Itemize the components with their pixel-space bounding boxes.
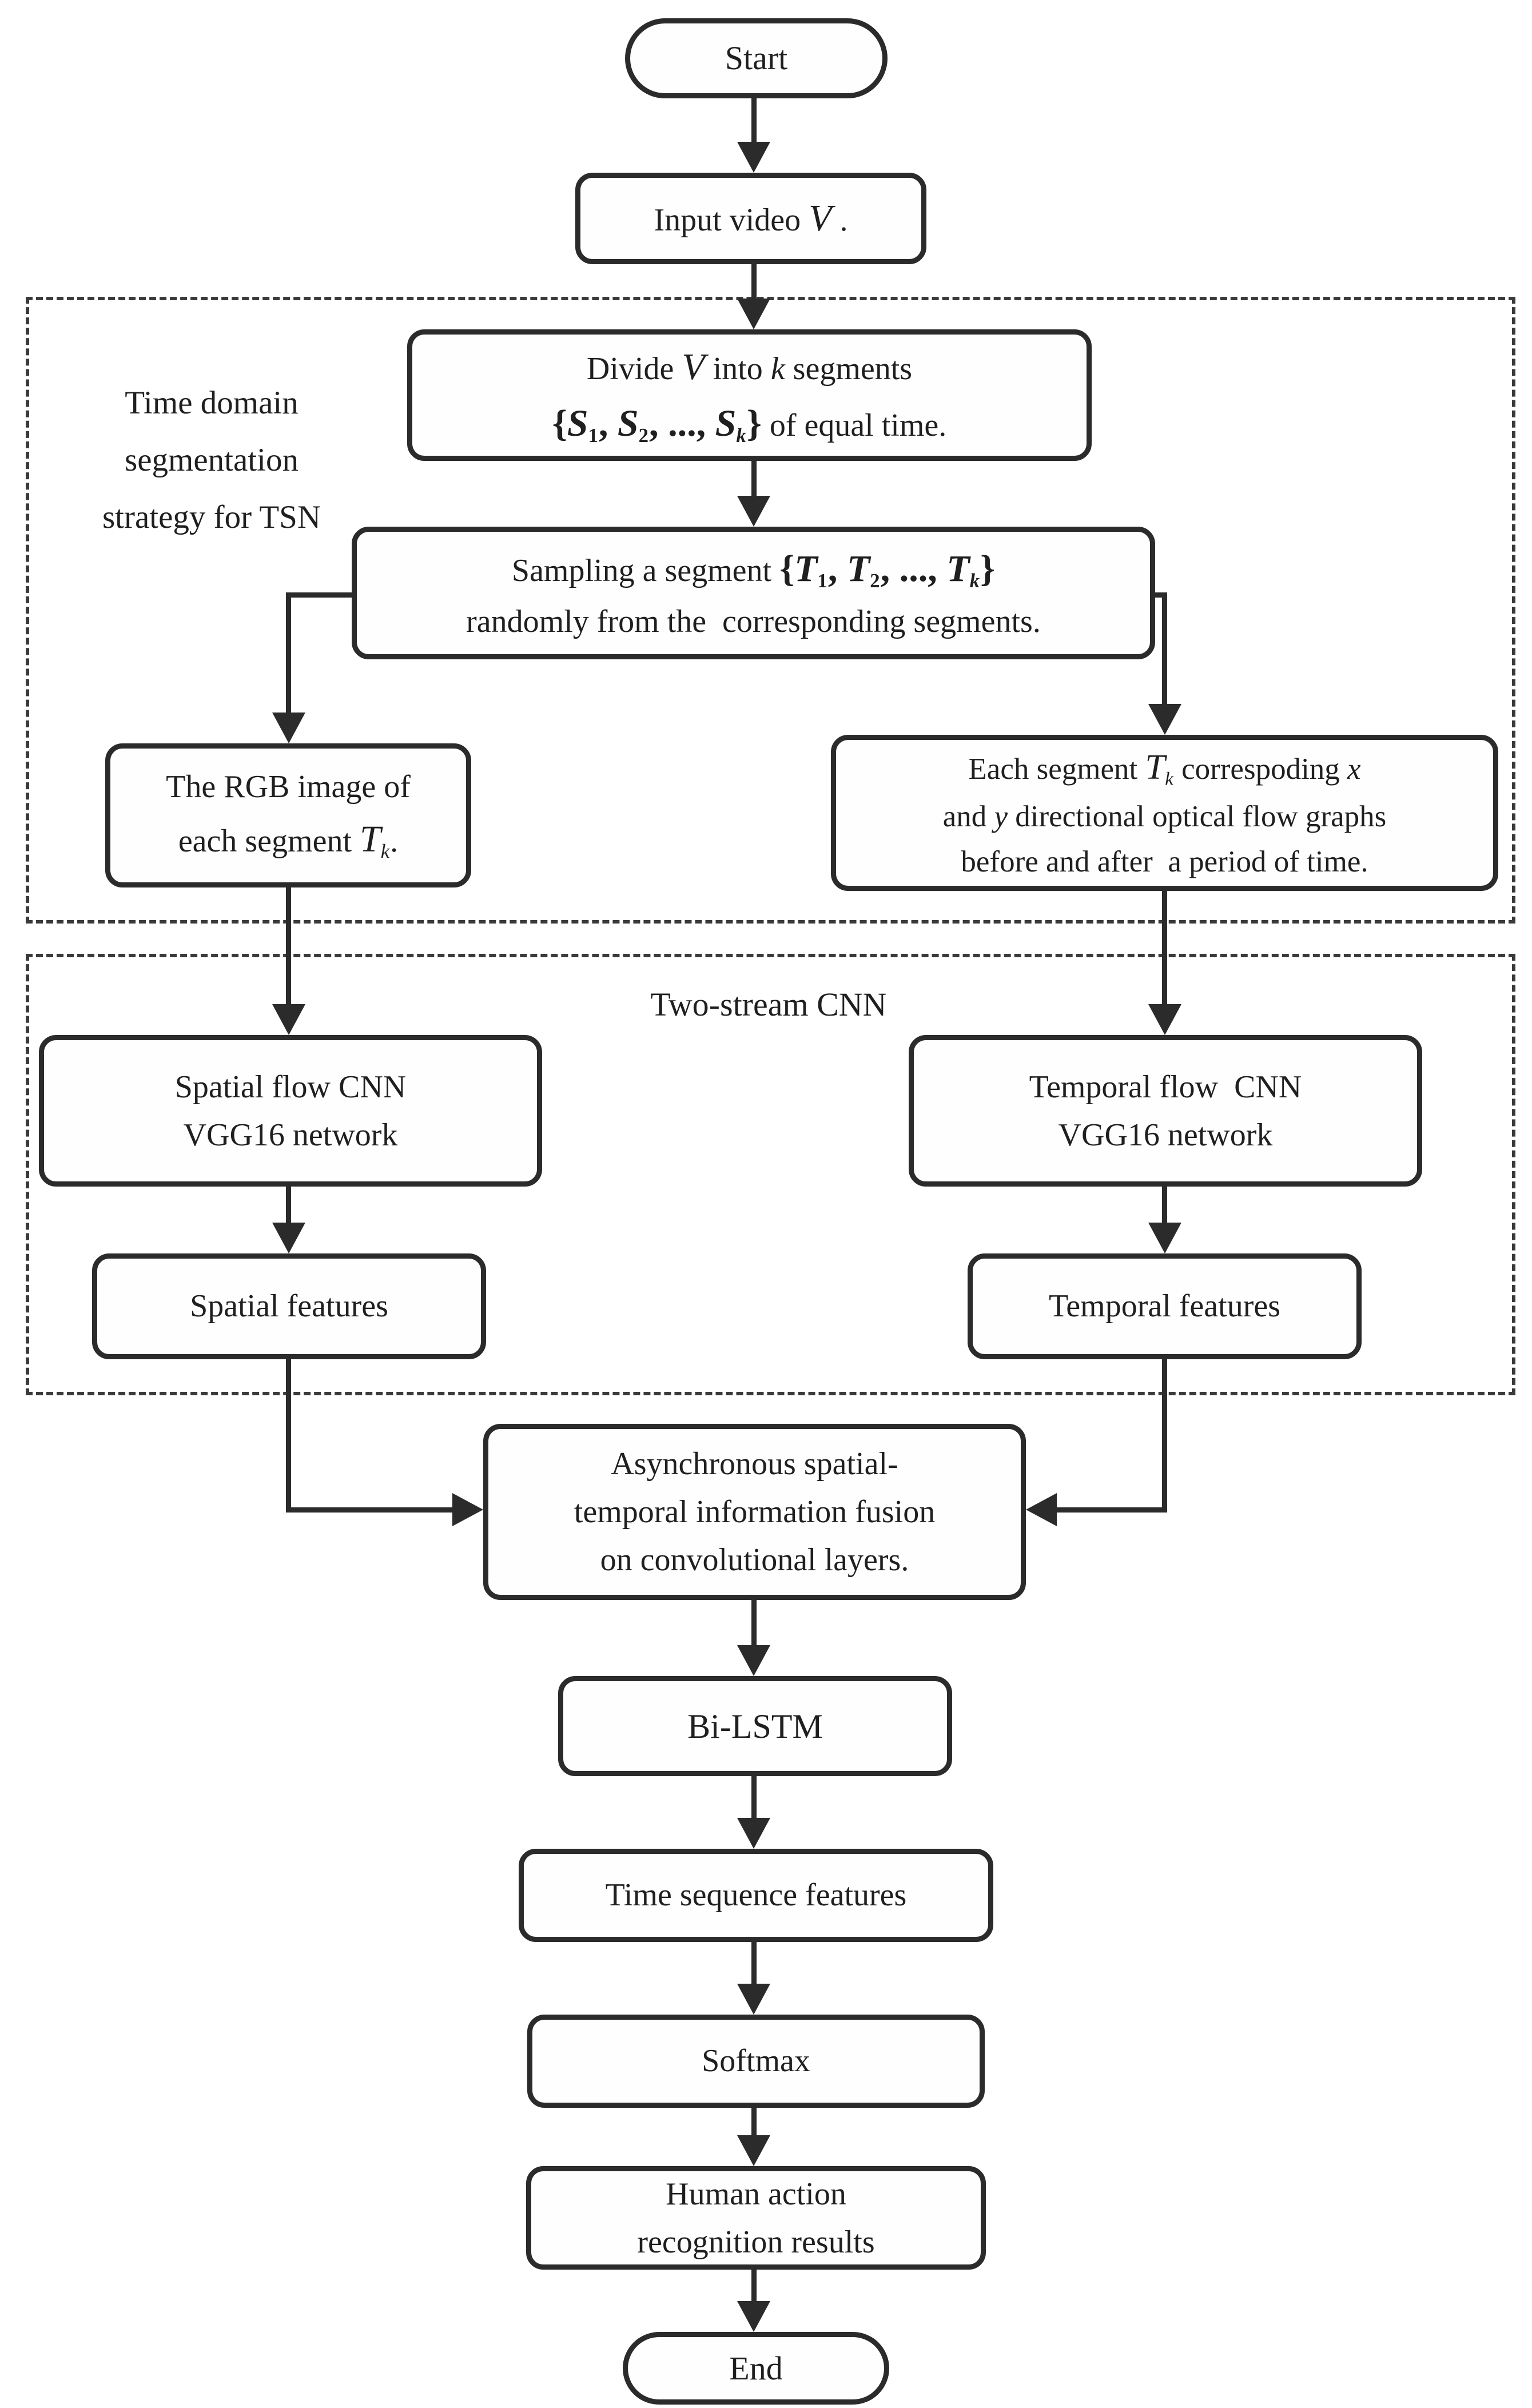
connector-sampling-left-stub [286,592,357,598]
connector-fusion-bilstm [751,1600,757,1647]
arrowhead-softmax [737,1984,770,2015]
connector-start-input [751,98,757,145]
node-sampling-segment: Sampling a segment {T1, T2, ..., Tk}rand… [352,527,1155,659]
connector-rgb-spatialcnn [286,887,291,1006]
node-fusion: Asynchronous spatial-temporal informatio… [483,1424,1026,1600]
node-start: Start [625,18,888,98]
arrowhead-divide [737,298,770,329]
node-bilstm: Bi-LSTM [558,1676,952,1776]
node-softmax: Softmax [527,2015,985,2108]
tsn-group-box [26,297,1515,924]
connector-right-branch [1162,592,1167,706]
connector-input-divide [751,264,757,302]
node-divide-segments: Divide V into k segments{S1, S2, ..., Sk… [407,329,1092,461]
connector-optical-temporalcnn [1162,891,1167,1006]
connector-spatialfeat-right [286,1507,456,1513]
connector-temporalcnn-features [1162,1187,1167,1225]
arrowhead-temporal-features [1148,1223,1181,1253]
two-stream-group-box [26,954,1515,1395]
arrowhead-sampling [737,496,770,527]
arrowhead-fusion-right [1026,1493,1057,1526]
connector-timeseq-softmax [751,1942,757,1986]
connector-human-end [751,2270,757,2303]
two-stream-group-label: Two-stream CNN [650,986,887,1023]
arrowhead-temporal-cnn [1148,1004,1181,1035]
arrowhead-optical-flow [1148,704,1181,735]
connector-spatialcnn-features [286,1187,291,1225]
connector-spatialfeat-down [286,1359,291,1513]
arrowhead-spatial-features [272,1223,305,1253]
connector-divide-sampling [751,461,757,499]
connector-temporalfeat-left [1054,1507,1167,1513]
node-end: End [623,2332,889,2405]
arrowhead-time-sequence [737,1818,770,1849]
connector-left-branch [286,592,291,715]
arrowhead-human-action [737,2135,770,2166]
connector-temporalfeat-down [1162,1359,1167,1513]
arrowhead-input-video [737,142,770,173]
arrowhead-end [737,2301,770,2332]
node-input-video: Input video V . [575,173,926,264]
arrowhead-bilstm [737,1645,770,1676]
arrowhead-rgb-image [272,713,305,743]
node-temporal-features: Temporal features [968,1253,1362,1359]
connector-bilstm-timeseq [751,1776,757,1820]
arrowhead-spatial-cnn [272,1004,305,1035]
connector-sampling-right-stub [1155,592,1167,598]
connector-softmax-human [751,2108,757,2138]
arrowhead-fusion-left [452,1493,483,1526]
node-spatial-features: Spatial features [92,1253,486,1359]
node-time-sequence-features: Time sequence features [519,1849,993,1942]
